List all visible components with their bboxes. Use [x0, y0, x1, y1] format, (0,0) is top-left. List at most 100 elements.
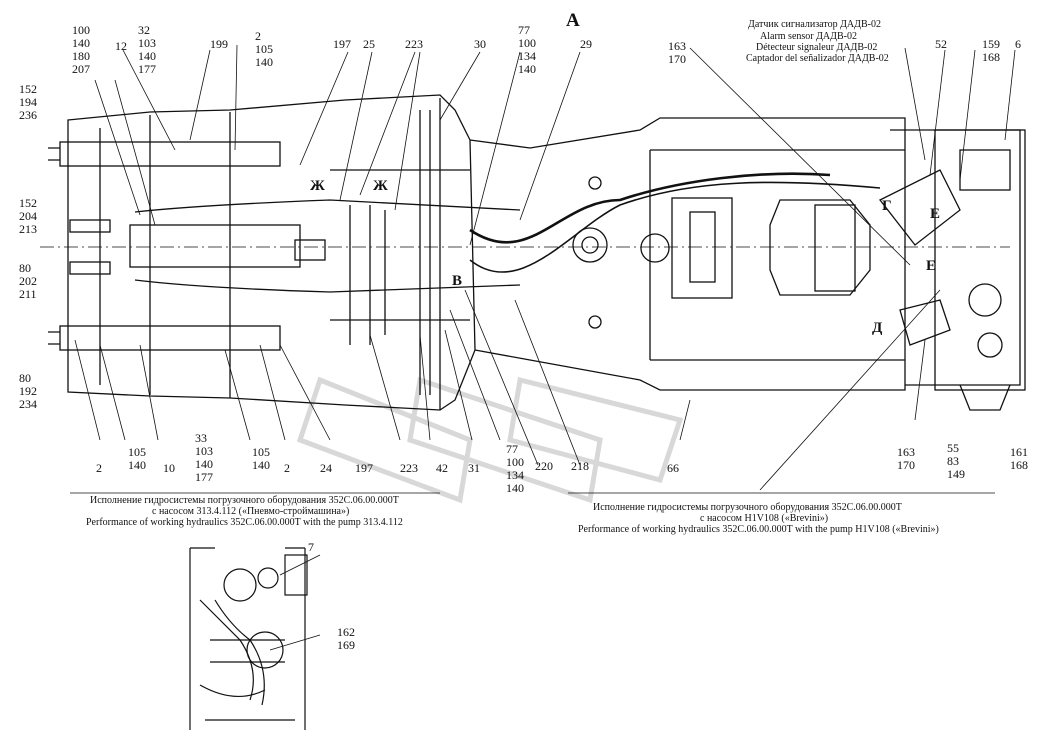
label-line: 177 [195, 470, 213, 484]
label-line: 168 [1010, 458, 1028, 472]
label-b2b: 2 [284, 461, 290, 475]
label-t25: 25 [363, 37, 375, 51]
label-line: 177 [138, 62, 156, 76]
sensor-callout-es: Captador del señalizador ДАДВ-02 [746, 53, 889, 64]
caption-left-line-1: Исполнение гидросистемы погрузочного обо… [90, 495, 399, 506]
label-line: 2 [284, 461, 290, 475]
label-line: 100 [72, 23, 90, 37]
label-line: 194 [19, 95, 37, 109]
watermark [296, 376, 684, 504]
caption-right: Исполнение гидросистемы погрузочного обо… [578, 502, 939, 535]
label-line: 202 [19, 274, 37, 288]
label-line: 152 [19, 196, 37, 210]
label-line: 204 [19, 209, 37, 223]
zone-letter-g: Г [882, 198, 892, 214]
label-b2a: 2 [96, 461, 102, 475]
label-line: 140 [195, 457, 213, 471]
label-line: 207 [72, 62, 90, 76]
label-line: 105 [255, 42, 273, 56]
zone-letter-e-2: Е [926, 258, 936, 274]
label-line: 55 [947, 441, 959, 455]
label-t197: 197 [333, 37, 351, 51]
label-t12: 12 [115, 39, 127, 53]
label-line: 30 [474, 37, 486, 51]
label-line: 103 [195, 444, 213, 458]
zone-letter-e-1: Е [930, 206, 940, 222]
label-b223: 223 [400, 461, 418, 475]
label-line: 140 [138, 49, 156, 63]
label-line: 220 [535, 459, 553, 473]
caption-right-line-1: Исполнение гидросистемы погрузочного обо… [593, 502, 902, 513]
sensor-callout-en: Alarm sensor ДАДВ-02 [760, 31, 857, 42]
label-t223: 223 [405, 37, 423, 51]
zone-letter-v: В [452, 273, 462, 289]
label-line: 12 [115, 39, 127, 53]
label-line: 42 [436, 461, 448, 475]
sensor-callout-ru: Датчик сигнализатор ДАДВ-02 [748, 19, 881, 30]
label-line: 10 [163, 461, 175, 475]
label-line: 197 [355, 461, 373, 475]
label-t199: 199 [210, 37, 228, 51]
label-line: 236 [19, 108, 37, 122]
label-line: 2 [96, 461, 102, 475]
label-line: 103 [138, 36, 156, 50]
label-line: 100 [518, 36, 536, 50]
label-line: 105 [252, 445, 270, 459]
label-line: 170 [668, 52, 686, 66]
label-line: 77 [506, 442, 518, 456]
leader-lines [70, 44, 1016, 651]
label-b66: 66 [667, 461, 679, 475]
label-line: 162 [337, 625, 355, 639]
label-i7: 7 [308, 540, 314, 554]
caption-right-line-3: Performance of working hydraulics 352C.0… [578, 524, 939, 535]
label-b197: 197 [355, 461, 373, 475]
label-line: 29 [580, 37, 592, 51]
label-line: 180 [72, 49, 90, 63]
label-line: 169 [337, 638, 355, 652]
zone-letter-zh-1: Ж [310, 178, 325, 194]
label-line: 105 [128, 445, 146, 459]
caption-left-line-3: Performance of working hydraulics 352C.0… [86, 517, 403, 528]
label-line: 6 [1015, 37, 1021, 51]
inset-detail [189, 547, 308, 730]
caption-right-line-2: с насосом H1V108 («Brevini») [700, 513, 828, 524]
label-line: 100 [506, 455, 524, 469]
label-line: 140 [128, 458, 146, 472]
label-line: 80 [19, 371, 31, 385]
vehicle-frame [40, 94, 1026, 411]
label-line: 31 [468, 461, 480, 475]
label-line: 134 [518, 49, 536, 63]
caption-left: Исполнение гидросистемы погрузочного обо… [86, 495, 403, 528]
label-line: 140 [255, 55, 273, 69]
sensor-callout-fr: Détecteur signaleur ДАДВ-02 [756, 42, 877, 53]
label-t52: 52 [935, 37, 947, 51]
label-line: 140 [72, 36, 90, 50]
label-line: 168 [982, 50, 1000, 64]
label-line: 159 [982, 37, 1000, 51]
label-line: 33 [195, 431, 207, 445]
zone-letter-zh-2: Ж [373, 178, 388, 194]
label-line: 161 [1010, 445, 1028, 459]
label-t29: 29 [580, 37, 592, 51]
label-line: 213 [19, 222, 37, 236]
label-line: 66 [667, 461, 679, 475]
label-line: 140 [506, 481, 524, 495]
label-line: 234 [19, 397, 37, 411]
label-line: 134 [506, 468, 524, 482]
label-b42: 42 [436, 461, 448, 475]
label-t30: 30 [474, 37, 486, 51]
label-line: 24 [320, 461, 332, 475]
